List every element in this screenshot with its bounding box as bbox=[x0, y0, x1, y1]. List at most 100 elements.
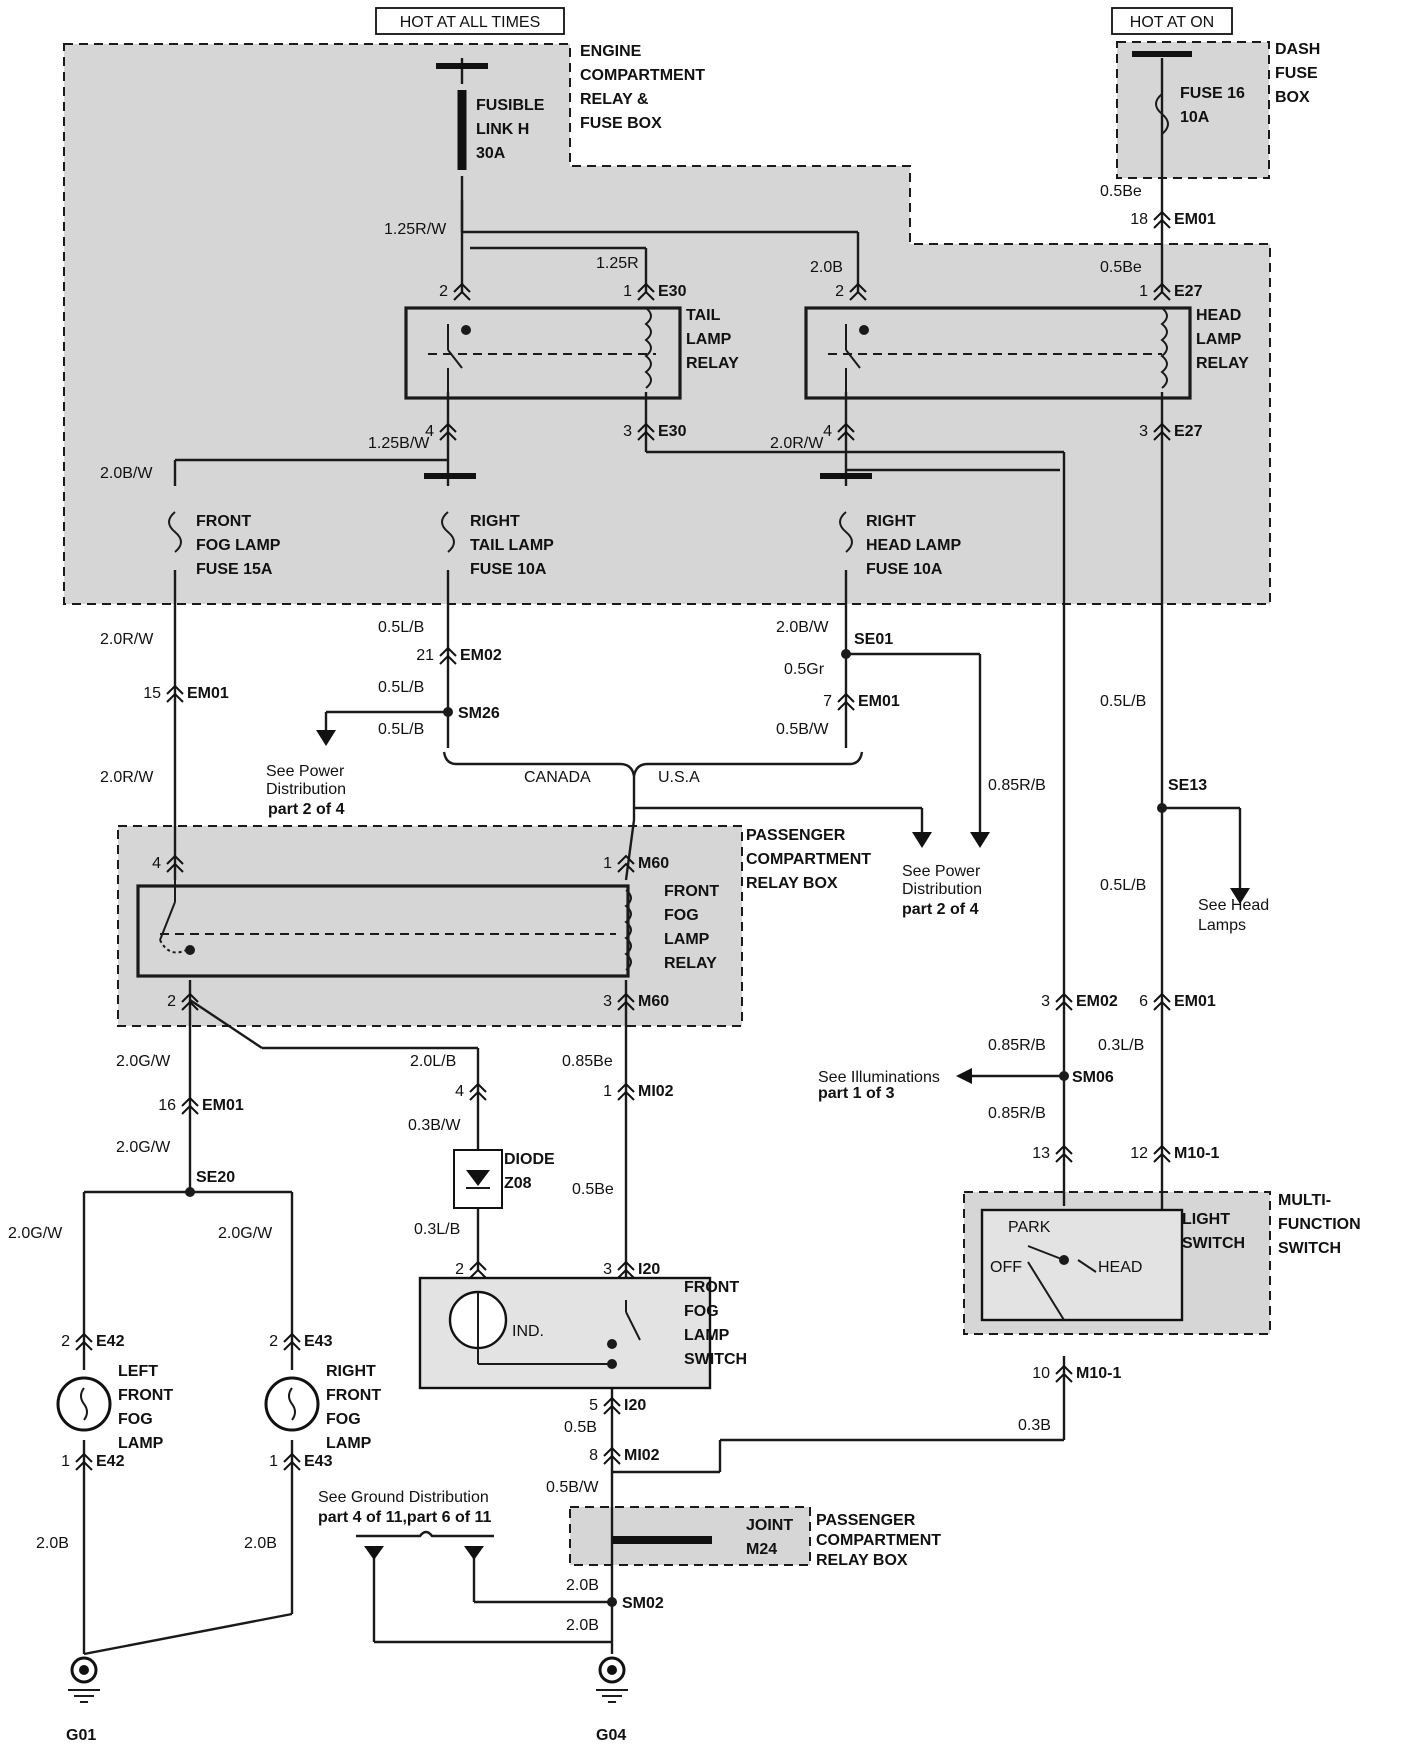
svg-text:See Head: See Head bbox=[1198, 897, 1269, 914]
connector-pin-13: 13 bbox=[1032, 1144, 1073, 1163]
svg-text:part 1 of 3: part 1 of 3 bbox=[818, 1085, 895, 1102]
svg-text:SE13: SE13 bbox=[1168, 777, 1207, 794]
svg-text:0.3L/B: 0.3L/B bbox=[1098, 1037, 1144, 1054]
connector-pin: 2 bbox=[269, 1333, 278, 1350]
svg-text:FOG: FOG bbox=[664, 907, 699, 924]
svg-text:See Ground Distribution: See Ground Distribution bbox=[318, 1489, 489, 1506]
svg-text:0.5L/B: 0.5L/B bbox=[378, 721, 424, 738]
svg-text:FOG LAMP: FOG LAMP bbox=[196, 537, 281, 554]
connector-id: E27 bbox=[1174, 423, 1203, 440]
ground-g01 bbox=[68, 1656, 100, 1703]
reference-labels: See Power Distribution part 2 of 4 See P… bbox=[66, 763, 1269, 1744]
svg-text:RELAY: RELAY bbox=[1196, 355, 1249, 372]
connector-id: MI02 bbox=[624, 1447, 660, 1464]
wire-labels: 1.25R/W 1.25R 2.0B 0.5Be 0.5Be 1.25B/W 2… bbox=[8, 183, 1146, 1634]
svg-text:TAIL LAMP: TAIL LAMP bbox=[470, 537, 554, 554]
svg-text:FUSE 16: FUSE 16 bbox=[1180, 85, 1245, 102]
connector-pin-4: 4 bbox=[455, 1082, 487, 1101]
ground-triangles bbox=[364, 1546, 484, 1560]
svg-text:SE20: SE20 bbox=[196, 1169, 235, 1186]
svg-text:RELAY BOX: RELAY BOX bbox=[746, 875, 838, 892]
svg-text:RELAY: RELAY bbox=[686, 355, 739, 372]
connector-pin-4: 4 bbox=[823, 422, 855, 441]
connector-id: M10-1 bbox=[1076, 1365, 1121, 1382]
svg-text:2.0B: 2.0B bbox=[244, 1535, 277, 1552]
connector-pin: 5 bbox=[589, 1397, 598, 1414]
svg-text:0.85Be: 0.85Be bbox=[562, 1053, 613, 1070]
svg-text:0.5Gr: 0.5Gr bbox=[784, 661, 825, 678]
svg-text:FRONT: FRONT bbox=[326, 1387, 381, 1404]
svg-text:0.3B/W: 0.3B/W bbox=[408, 1117, 461, 1134]
svg-text:IND.: IND. bbox=[512, 1323, 544, 1340]
connector-id: EM02 bbox=[460, 647, 502, 664]
connector-pin-2: 2 bbox=[167, 992, 199, 1011]
svg-text:LAMP: LAMP bbox=[326, 1435, 372, 1452]
svg-text:2.0B: 2.0B bbox=[566, 1617, 599, 1634]
svg-text:BOX: BOX bbox=[1275, 89, 1310, 106]
svg-text:M24: M24 bbox=[746, 1541, 777, 1558]
svg-text:Z08: Z08 bbox=[504, 1175, 532, 1192]
svg-text:HEAD: HEAD bbox=[1098, 1259, 1142, 1276]
svg-text:SWITCH: SWITCH bbox=[1278, 1240, 1341, 1257]
connector-pin: 3 bbox=[623, 423, 632, 440]
connector-pin: 2 bbox=[61, 1333, 70, 1350]
svg-text:LAMP: LAMP bbox=[664, 931, 710, 948]
connector-pin: 7 bbox=[823, 693, 832, 710]
svg-text:0.3B: 0.3B bbox=[1018, 1417, 1051, 1434]
connector-id: M60 bbox=[638, 855, 669, 872]
svg-text:LAMP: LAMP bbox=[684, 1327, 730, 1344]
connector-pin: 13 bbox=[1032, 1145, 1050, 1162]
svg-text:FRONT: FRONT bbox=[684, 1279, 739, 1296]
connector-pin: 1 bbox=[603, 1083, 612, 1100]
connector-pin: 2 bbox=[167, 993, 176, 1010]
connector-pin: 3 bbox=[603, 1261, 612, 1278]
connector-id: E43 bbox=[304, 1453, 333, 1470]
diode-z08 bbox=[453, 1149, 503, 1209]
svg-text:See Power: See Power bbox=[902, 863, 981, 880]
hot-at-on-label: HOT AT ON bbox=[1130, 14, 1214, 31]
front-fog-lamp-fuse bbox=[168, 511, 182, 553]
connector-pin: 3 bbox=[1041, 993, 1050, 1010]
svg-text:PARK: PARK bbox=[1008, 1219, 1051, 1236]
multi-function-switch-title: MULTI- FUNCTION SWITCH bbox=[1278, 1192, 1361, 1257]
dash-fuse-box bbox=[1116, 41, 1270, 179]
connector-pin-4: 4 bbox=[152, 854, 184, 873]
svg-text:part 2 of 4: part 2 of 4 bbox=[902, 901, 979, 918]
svg-text:Lamps: Lamps bbox=[1198, 917, 1246, 934]
svg-text:0.5B/W: 0.5B/W bbox=[776, 721, 829, 738]
svg-text:FOG: FOG bbox=[326, 1411, 361, 1428]
svg-text:2.0G/W: 2.0G/W bbox=[116, 1139, 171, 1156]
svg-text:LINK H: LINK H bbox=[476, 121, 529, 138]
svg-text:DASH: DASH bbox=[1275, 41, 1320, 58]
wires bbox=[82, 58, 1242, 1656]
svg-text:1.25R/W: 1.25R/W bbox=[384, 221, 447, 238]
svg-text:See Power: See Power bbox=[266, 763, 345, 780]
front-fog-lamp-switch bbox=[418, 1276, 712, 1390]
svg-text:1.25B/W: 1.25B/W bbox=[368, 435, 430, 452]
svg-text:LAMP: LAMP bbox=[118, 1435, 164, 1452]
dash-fuse-box-title: DASH FUSE BOX bbox=[1275, 41, 1320, 106]
connector-id: E27 bbox=[1174, 283, 1203, 300]
svg-text:PASSENGER: PASSENGER bbox=[816, 1512, 916, 1529]
svg-text:SE01: SE01 bbox=[854, 631, 893, 648]
right-tail-lamp-fuse bbox=[424, 473, 476, 553]
svg-text:ENGINE: ENGINE bbox=[580, 43, 642, 60]
svg-text:SM26: SM26 bbox=[458, 705, 500, 722]
connector-id: M60 bbox=[638, 993, 669, 1010]
hot-at-all-times-label: HOT AT ALL TIMES bbox=[400, 14, 541, 31]
svg-text:OFF: OFF bbox=[990, 1259, 1022, 1276]
connector-pin: 2 bbox=[439, 283, 448, 300]
connector-id: EM02 bbox=[1076, 993, 1118, 1010]
